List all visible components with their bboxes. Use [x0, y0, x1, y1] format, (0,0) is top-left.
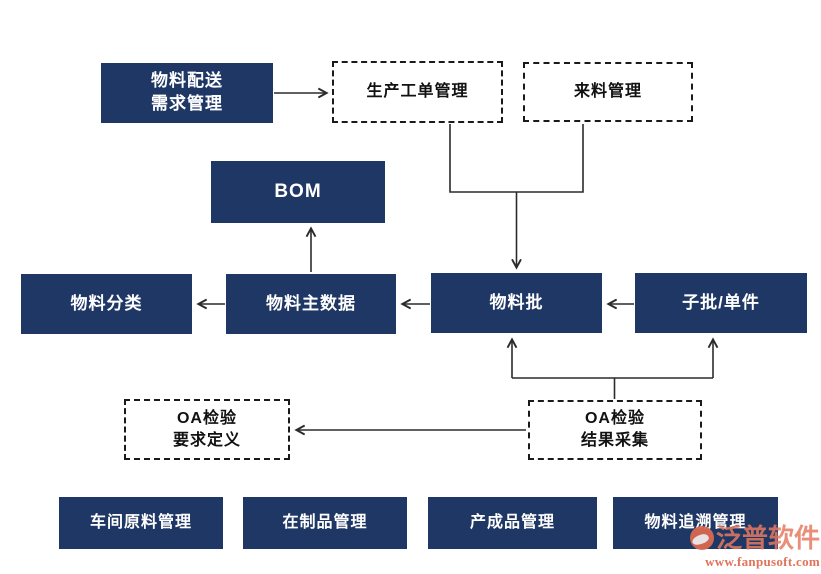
- node-oa-requirement: OA检验 要求定义: [124, 399, 290, 460]
- node-material-batch: 物料批: [431, 273, 602, 333]
- node-label: BOM: [274, 181, 322, 203]
- line-workorder-incoming-merge: [449, 124, 584, 193]
- node-material-traceability: 物料追溯管理: [613, 497, 778, 549]
- node-label: 物料分类: [70, 293, 143, 313]
- node-material-master-data: 物料主数据: [226, 274, 396, 334]
- node-material-classification: 物料分类: [21, 274, 192, 334]
- node-label: 产成品管理: [469, 514, 555, 532]
- node-label: 子批/单件: [682, 292, 760, 312]
- node-label: 物料批: [489, 292, 544, 312]
- node-label: OA检验: [176, 409, 237, 427]
- node-label: OA检验: [584, 410, 645, 428]
- watermark-url: www.fanpusoft.com: [705, 554, 820, 569]
- node-bom: BOM: [211, 161, 385, 223]
- node-label: 生产工单管理: [366, 83, 469, 101]
- node-production-work-order: 生产工单管理: [332, 61, 503, 123]
- node-label: 来料管理: [573, 83, 642, 101]
- node-label: 在制品管理: [282, 514, 368, 532]
- node-finished-product: 产成品管理: [428, 497, 597, 549]
- node-material-distribution: 物料配送 需求管理: [101, 63, 273, 123]
- node-label: 结果采集: [580, 432, 649, 449]
- node-sub-batch: 子批/单件: [635, 273, 807, 333]
- node-label: 要求定义: [172, 431, 241, 449]
- node-label: 物料追溯管理: [644, 514, 747, 532]
- node-incoming-material: 来料管理: [523, 62, 693, 122]
- node-oa-result: OA检验 结果采集: [528, 400, 702, 460]
- node-label: 物料配送: [151, 71, 223, 91]
- node-wip: 在制品管理: [243, 497, 407, 549]
- node-label: 车间原料管理: [89, 514, 192, 532]
- node-label: 物料主数据: [266, 293, 356, 313]
- node-label: 需求管理: [151, 94, 223, 113]
- node-workshop-raw-material: 车间原料管理: [59, 497, 223, 549]
